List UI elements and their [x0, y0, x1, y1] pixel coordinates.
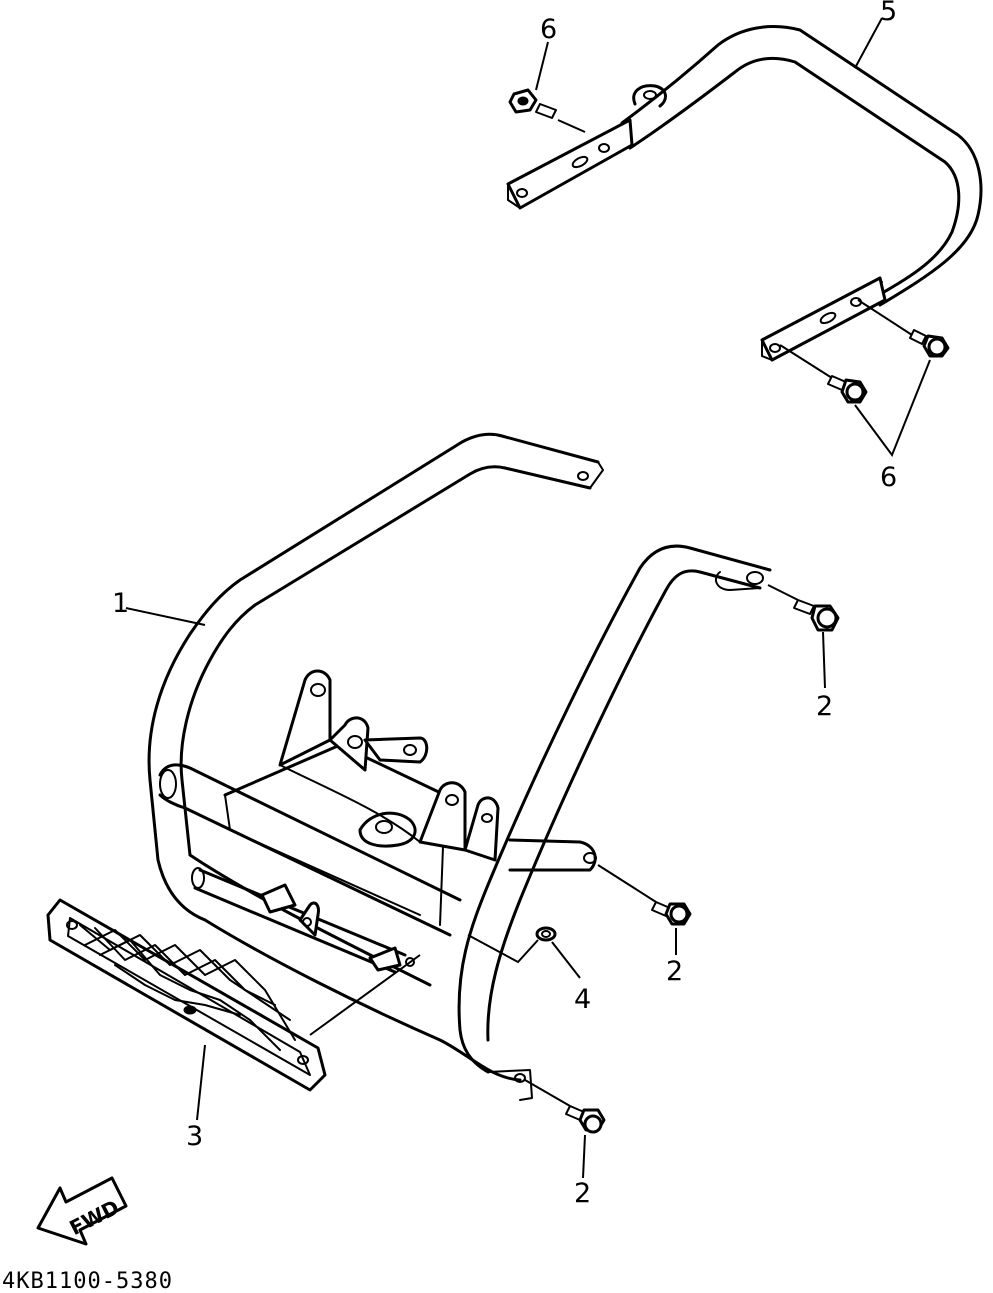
dash-2-middle	[597, 864, 657, 903]
bolt-2-middle	[651, 901, 692, 926]
grille-panel	[46, 898, 327, 1092]
callout-6-upper: 6	[540, 14, 557, 45]
rear-grab-bar	[506, 25, 983, 362]
diagram-code: 4KB1100-5380	[2, 1269, 173, 1293]
bolt-6-lower-left	[827, 375, 868, 404]
callout-5: 5	[880, 0, 897, 27]
callout-2-upper: 2	[816, 691, 833, 722]
bolt-6-lower-right	[909, 329, 950, 358]
callout-3: 3	[186, 1121, 203, 1152]
fwd-arrow-icon: FWD	[36, 1176, 128, 1246]
front-guard-frame	[147, 432, 772, 1101]
bolt-6-upper	[508, 88, 557, 119]
dash-2-lower	[524, 1079, 571, 1107]
leader-2-upper	[822, 631, 826, 689]
callout-6-lower: 6	[880, 462, 897, 493]
dash-2-upper	[767, 584, 799, 601]
leader-1	[125, 607, 206, 626]
leader-2-lower	[582, 1134, 586, 1179]
leader-6-upper	[535, 41, 549, 91]
dash-6b	[857, 299, 913, 336]
washer-4	[535, 926, 557, 942]
callout-4: 4	[574, 984, 591, 1015]
dash-6c	[779, 344, 833, 379]
dash-3	[309, 954, 421, 1036]
dash-4	[467, 934, 539, 964]
leader-6-lower	[854, 359, 931, 458]
callout-1: 1	[112, 588, 129, 619]
leader-3	[196, 1044, 206, 1121]
dash-6a	[557, 119, 586, 133]
leader-4	[551, 941, 581, 979]
callout-2-middle: 2	[666, 956, 683, 987]
bolt-2-upper	[793, 599, 840, 632]
callout-2-lower: 2	[574, 1178, 591, 1209]
bolt-2-lower	[565, 1105, 606, 1134]
leader-5	[854, 17, 883, 69]
